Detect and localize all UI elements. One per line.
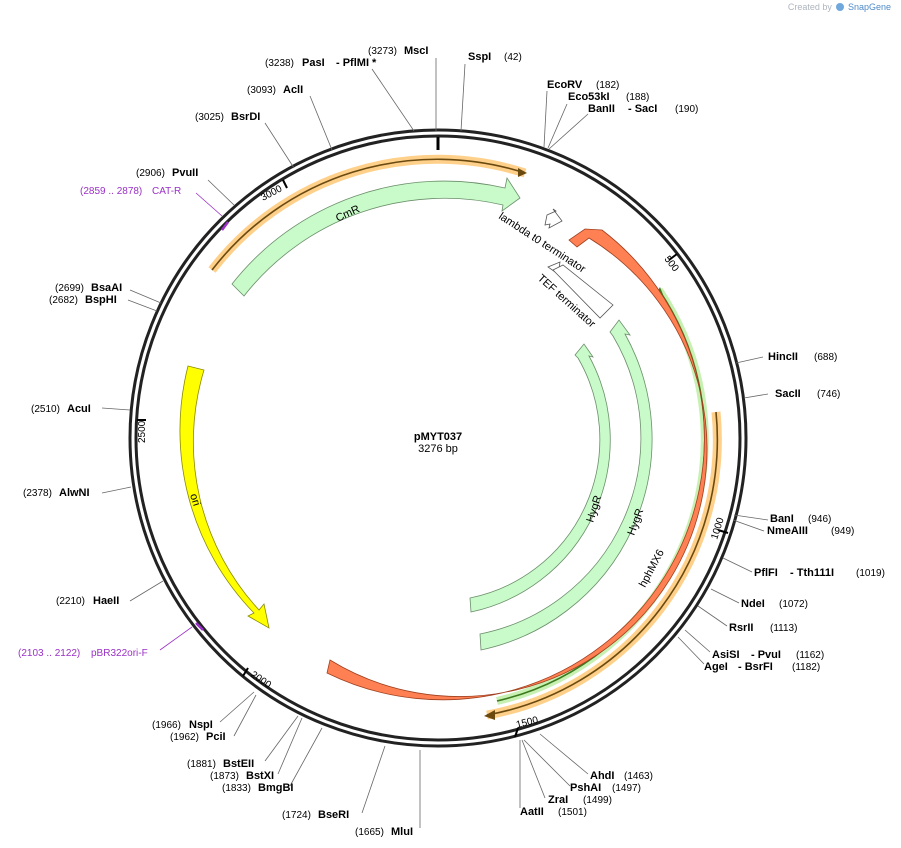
site-name: BstXI <box>246 770 274 782</box>
site-name: PshAI <box>570 782 601 794</box>
site-name-extra: - SacI <box>628 103 657 115</box>
site-pos: (1182) <box>792 662 820 673</box>
site-name: BmgBI <box>258 782 293 794</box>
site-name: NmeAIII <box>767 525 808 537</box>
site-pos: (182) <box>596 80 619 91</box>
site-name: BseRI <box>318 809 349 821</box>
primer-cat-r[interactable]: (2859 .. 2878) CAT-R <box>80 186 229 231</box>
site-pos: (1962) <box>170 732 199 743</box>
site-name: SacII <box>775 388 801 400</box>
site-pos: (3273) <box>368 46 397 57</box>
site-labels: (3273) MscI (3238) PasI - PflMI * SspI (… <box>23 45 885 838</box>
site-pos: (746) <box>817 389 840 400</box>
site-name: PvuII <box>172 167 198 179</box>
primer-name-pbr322ori-f: pBR322ori-F <box>91 648 148 659</box>
site-pos: (1019) <box>856 568 885 579</box>
site-pos: (1499) <box>583 795 612 806</box>
primer-name-cat-r: CAT-R <box>152 186 181 197</box>
site-name-extra: - PflMI * <box>336 57 377 69</box>
site-pos: (190) <box>675 104 698 115</box>
primer-pbr322ori-f[interactable]: (2103 .. 2122) pBR322ori-F <box>18 622 204 659</box>
watermark-brand: SnapGene <box>847 2 891 12</box>
site-name: BspHI <box>85 294 117 306</box>
site-pos: (3238) <box>265 58 294 69</box>
backbone <box>128 128 748 748</box>
site-name: MscI <box>404 45 428 57</box>
site-pos: (1497) <box>612 783 641 794</box>
primer-pos-cat-r: (2859 .. 2878) <box>80 186 142 197</box>
site-pos: (1833) <box>222 783 251 794</box>
site-pos: (2210) <box>56 596 85 607</box>
site-name: PasI <box>302 57 325 69</box>
site-pos: (1162) <box>796 650 824 661</box>
site-name: AhdI <box>590 770 614 782</box>
site-pos: (2906) <box>136 168 165 179</box>
site-name: EcoRV <box>547 79 583 91</box>
site-pos: (2510) <box>31 404 60 415</box>
site-pos: (688) <box>814 352 837 363</box>
site-name: BanI <box>770 513 794 525</box>
site-name: AgeI <box>704 661 728 673</box>
site-name: NdeI <box>741 598 765 610</box>
site-pos: (2682) <box>49 295 78 306</box>
site-pos: (946) <box>808 514 831 525</box>
site-name: SspI <box>468 51 491 63</box>
site-pos: (2378) <box>23 488 52 499</box>
feature-tef-terminator[interactable]: TEF terminator <box>535 261 614 331</box>
site-pos: (1113) <box>770 623 797 634</box>
site-name: BsrDI <box>231 111 260 123</box>
site-pos: (42) <box>504 52 522 63</box>
site-leaders <box>101 58 769 828</box>
plasmid-size: 3276 bp <box>418 443 458 455</box>
site-name: BstEII <box>223 758 254 770</box>
site-name-extra: - PvuI <box>751 649 781 661</box>
site-name: Eco53kI <box>568 91 610 103</box>
site-pos: (1724) <box>282 810 311 821</box>
site-pos: (1881) <box>187 759 216 770</box>
primer-pos-pbr322ori-f: (2103 .. 2122) <box>18 648 80 659</box>
site-pos: (2699) <box>55 283 84 294</box>
tick-2500: 2500 <box>137 420 148 443</box>
site-name: BsaAI <box>91 282 122 294</box>
feature-label-ori: ori <box>187 492 202 507</box>
site-pos: (1501) <box>558 807 587 818</box>
site-pos: (1072) <box>779 599 808 610</box>
site-name: AatII <box>520 806 544 818</box>
site-pos: (949) <box>831 526 854 537</box>
site-pos: (188) <box>626 92 649 103</box>
outer-arc-right <box>484 411 722 720</box>
site-pos: (3025) <box>195 112 224 123</box>
site-name: AsiSI <box>712 649 740 661</box>
watermark-prefix: Created by <box>787 2 832 12</box>
snapgene-logo-icon <box>836 3 845 11</box>
site-pos: (1665) <box>355 827 384 838</box>
feature-ori[interactable]: ori <box>179 365 270 629</box>
site-name: MluI <box>391 826 413 838</box>
feature-label-hygr-1: HygR <box>584 494 604 524</box>
site-name-extra: - BsrFI <box>738 661 773 673</box>
site-name: HincII <box>768 351 798 363</box>
site-name: HaeII <box>93 595 119 607</box>
site-pos: (1873) <box>210 771 239 782</box>
site-name: AlwNI <box>59 487 90 499</box>
site-pos: (1966) <box>152 720 181 731</box>
site-name: ZraI <box>548 794 568 806</box>
site-name: PflFI <box>754 567 778 579</box>
site-name-extra: - Tth111I <box>790 567 834 579</box>
site-name: BanII <box>588 103 615 115</box>
site-name: AcuI <box>67 403 91 415</box>
tick-1500: 1500 <box>515 715 540 731</box>
site-name: AclI <box>283 84 303 96</box>
site-pos: (3093) <box>247 85 276 96</box>
outer-arc-top <box>208 154 527 273</box>
site-name: RsrII <box>729 622 753 634</box>
site-name: PciI <box>206 731 226 743</box>
site-name: NspI <box>189 719 213 731</box>
snapgene-watermark: Created by SnapGene <box>788 2 891 12</box>
site-pos: (1463) <box>624 771 653 782</box>
plasmid-name: pMYT037 <box>414 431 462 443</box>
